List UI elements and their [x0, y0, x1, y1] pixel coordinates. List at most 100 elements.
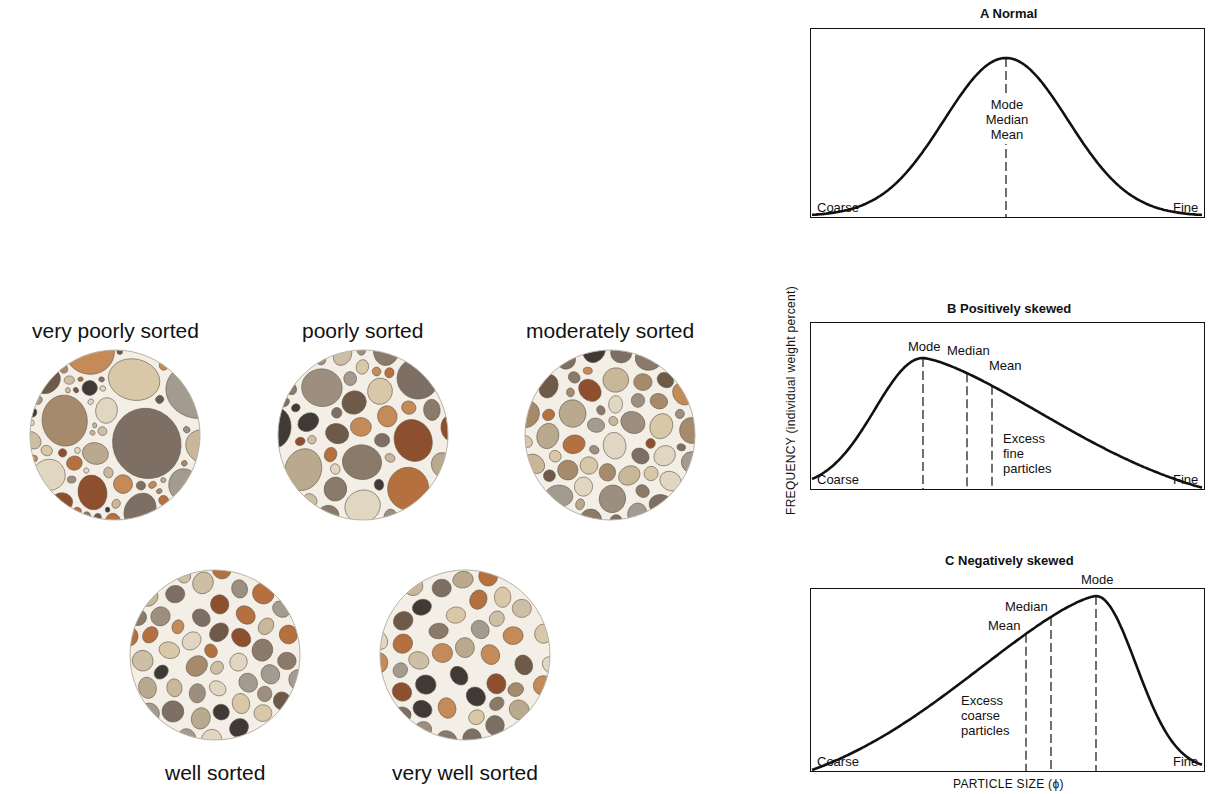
grain [645, 438, 655, 449]
grain [207, 678, 229, 699]
grain [454, 637, 475, 659]
grain [208, 593, 231, 616]
grain [502, 626, 523, 645]
grain [574, 498, 585, 511]
grain [230, 691, 252, 715]
sample-illustration [5, 318, 225, 528]
grain [81, 379, 99, 397]
grain [632, 342, 665, 373]
grain [129, 647, 157, 675]
grain-ground [525, 350, 695, 520]
sample-outline [30, 350, 200, 520]
grain [654, 369, 676, 391]
grain [583, 367, 592, 375]
grain [75, 447, 81, 453]
statistic-line [1050, 617, 1051, 771]
grain [368, 628, 391, 653]
sorting-label: moderately sorted [526, 318, 694, 343]
grain [111, 472, 135, 496]
grain [157, 640, 181, 661]
grain [539, 653, 565, 677]
grain [230, 578, 250, 600]
grain [540, 407, 556, 423]
chart-label: Coarse [817, 472, 859, 487]
grain [104, 354, 163, 405]
grain [189, 605, 214, 630]
grain [277, 652, 296, 670]
grain [202, 642, 219, 660]
grain [67, 476, 76, 483]
grain [290, 402, 301, 413]
grain [625, 500, 650, 526]
grain [161, 357, 225, 424]
grain-sample: very well sorted [355, 568, 575, 790]
grain [338, 387, 371, 419]
grain [410, 697, 435, 721]
grain-sample: moderately sorted [500, 318, 720, 528]
statistic-line [966, 373, 967, 489]
grain [384, 367, 395, 379]
chart-label: Mode [1081, 572, 1114, 587]
grain [188, 683, 206, 704]
grain [547, 448, 563, 464]
sample-illustration [253, 318, 473, 528]
grain-group [19, 322, 225, 528]
chart-label: Coarse [817, 200, 859, 215]
grain [393, 354, 443, 403]
chart-title: A Normal [980, 6, 1037, 21]
grain [428, 622, 449, 640]
grain [279, 443, 328, 495]
grain [96, 425, 108, 437]
grain [350, 417, 372, 437]
grain [374, 433, 390, 447]
grain [182, 425, 191, 434]
grain-group [257, 330, 464, 527]
grain [373, 479, 384, 491]
grain [208, 658, 226, 676]
statistic-line [991, 386, 992, 489]
grain [340, 485, 385, 528]
grain [139, 624, 161, 646]
sample-illustration [355, 568, 575, 790]
grain [323, 421, 351, 447]
chart-label: Mean [989, 358, 1022, 373]
grain [329, 462, 341, 475]
grain [370, 652, 389, 674]
chart-label: Fine [1173, 472, 1198, 487]
grain [299, 366, 344, 409]
sample-outline [525, 350, 695, 520]
grain [387, 467, 429, 511]
grain [631, 393, 645, 408]
grain [180, 459, 188, 467]
grain [343, 371, 357, 386]
grain [633, 482, 651, 500]
sample-outline [278, 350, 448, 520]
grain [390, 608, 416, 634]
sample-illustration [105, 568, 325, 790]
grain [478, 568, 499, 587]
grain [83, 467, 89, 474]
grain [189, 705, 214, 731]
grain [235, 669, 261, 696]
sample-outline [130, 570, 300, 740]
grain [648, 391, 669, 411]
grain [390, 660, 410, 681]
grain [391, 707, 411, 723]
grain [466, 707, 487, 727]
grain [677, 447, 708, 477]
grain [226, 650, 250, 674]
grain [154, 394, 165, 405]
grain [435, 695, 458, 720]
grain [478, 641, 504, 668]
grain [39, 393, 90, 449]
grain [165, 678, 183, 698]
grain [608, 395, 623, 414]
grain [573, 476, 593, 497]
grain [65, 455, 83, 472]
grain [156, 488, 163, 495]
grain [206, 619, 232, 645]
grain [331, 407, 343, 419]
grain [532, 622, 555, 646]
grain-group [507, 331, 708, 528]
grain [586, 417, 605, 434]
